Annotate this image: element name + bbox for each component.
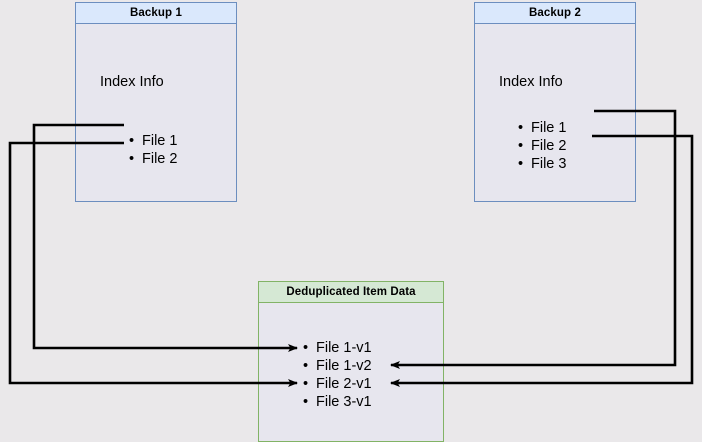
node-backup-1[interactable]: Backup 1 Index Info File 1 File 2 [75, 2, 237, 202]
list-item[interactable]: File 3 [516, 155, 566, 173]
list-item[interactable]: File 1 [516, 119, 566, 137]
node-backup-2-file-list: File 1 File 2 File 3 [516, 119, 566, 173]
node-backup-1-body: Index Info File 1 File 2 [75, 24, 237, 202]
list-item[interactable]: File 3-v1 [301, 393, 372, 411]
list-item[interactable]: File 1-v2 [301, 357, 372, 375]
node-backup-2-header: Backup 2 [474, 2, 636, 24]
node-deduplicated-item-data-header: Deduplicated Item Data [258, 281, 444, 303]
list-item[interactable]: File 1-v1 [301, 339, 372, 357]
list-item[interactable]: File 2 [516, 137, 566, 155]
node-backup-2[interactable]: Backup 2 Index Info File 1 File 2 File 3 [474, 2, 636, 202]
node-backup-1-file-list: File 1 File 2 [127, 132, 177, 168]
node-backup-1-header: Backup 1 [75, 2, 237, 24]
node-deduplicated-item-data[interactable]: Deduplicated Item Data File 1-v1 File 1-… [258, 281, 444, 442]
node-deduplicated-item-data-body: File 1-v1 File 1-v2 File 2-v1 File 3-v1 [258, 303, 444, 442]
list-item[interactable]: File 1 [127, 132, 177, 150]
node-backup-2-index-label: Index Info [499, 74, 563, 90]
node-backup-2-body: Index Info File 1 File 2 File 3 [474, 24, 636, 202]
node-deduplicated-item-data-file-list: File 1-v1 File 1-v2 File 2-v1 File 3-v1 [301, 339, 372, 411]
node-backup-1-index-label: Index Info [100, 74, 164, 90]
list-item[interactable]: File 2 [127, 150, 177, 168]
list-item[interactable]: File 2-v1 [301, 375, 372, 393]
